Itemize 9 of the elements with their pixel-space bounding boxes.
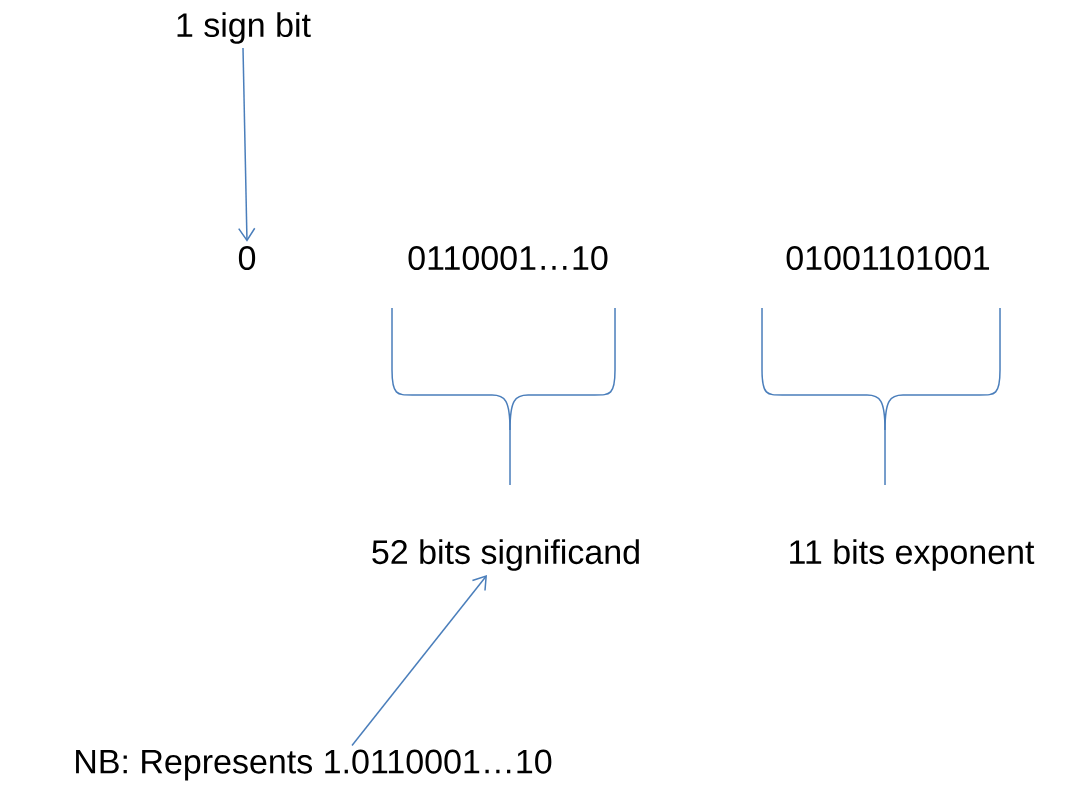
bit-value: 01001101001: [786, 245, 990, 271]
arrow: [351, 575, 487, 747]
bit-value: 0110001…10: [408, 245, 608, 271]
arrow: [238, 47, 256, 242]
bit-value: 0: [238, 245, 256, 271]
label-text: 52 bits significand: [372, 539, 639, 571]
label-text: 1 sign bit: [177, 12, 311, 44]
note-text: NB: Represents 1.0110001…10: [76, 749, 552, 781]
label-text: 11 bits exponent: [790, 539, 1035, 571]
